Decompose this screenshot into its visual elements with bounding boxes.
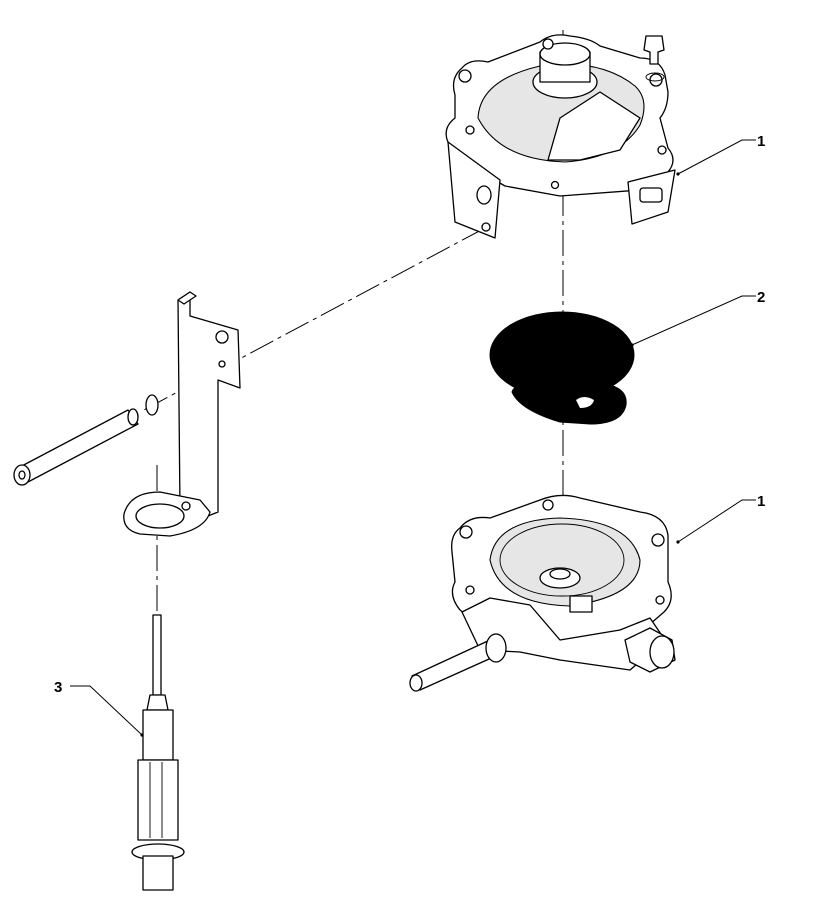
- stud: [13, 394, 159, 486]
- bracket-top-lip: [177, 291, 197, 305]
- flange-hole: [655, 595, 665, 605]
- callout-electrode: 3: [54, 679, 144, 737]
- stud-tip: [127, 408, 139, 426]
- bowl-ring: [499, 523, 625, 597]
- upper-housing-left-leg: [447, 141, 501, 239]
- lower-housing: [409, 494, 676, 692]
- callout-upper-housing: 1: [676, 133, 765, 176]
- bracket-hole: [218, 360, 226, 368]
- valve-body: [461, 597, 666, 671]
- leg-slot: [639, 187, 663, 203]
- callout-lower-housing: 1: [676, 493, 765, 544]
- washer: [645, 72, 665, 82]
- flange-hole: [651, 533, 665, 547]
- shaft-collar: [485, 633, 507, 663]
- electrode-base: [142, 855, 174, 891]
- bracket-plate: [177, 291, 241, 521]
- upper-housing: [445, 34, 676, 239]
- callout-diaphragm: 2: [630, 289, 765, 347]
- flange-hole: [542, 499, 554, 511]
- callout-label: 1: [757, 133, 765, 150]
- flange-hole: [465, 125, 475, 135]
- electrode-lower-body: [137, 759, 179, 841]
- control-shaft: [411, 639, 499, 691]
- stud-end-hole: [18, 470, 26, 480]
- electrode-bracket: [123, 291, 241, 537]
- diaphragm: [489, 311, 635, 425]
- flange-hole: [542, 38, 554, 50]
- flange-hole: [550, 180, 560, 190]
- flange-hole: [459, 525, 473, 539]
- electrode-neck: [146, 694, 169, 711]
- bracket-hole: [181, 501, 191, 511]
- upper-housing-collar-top: [539, 42, 591, 66]
- leg-hole: [481, 222, 491, 232]
- shaft-end: [409, 674, 423, 692]
- lower-boss-top: [549, 568, 571, 580]
- diaphragm-disc: [489, 311, 635, 399]
- flange-hole: [465, 585, 475, 595]
- upper-housing-rib: [547, 91, 641, 161]
- lower-housing-bowl: [489, 517, 641, 607]
- screw: [643, 35, 665, 65]
- callout-label: 1: [757, 493, 765, 510]
- callout-label: 2: [757, 289, 765, 306]
- callout-label: 3: [54, 679, 62, 696]
- stud-body: [17, 409, 139, 483]
- bracket-foot-hole: [135, 503, 185, 529]
- valve-window: [569, 595, 593, 613]
- bracket-hole: [215, 330, 229, 344]
- electrode: [131, 614, 185, 891]
- connector-end: [649, 635, 675, 669]
- leg-hole: [476, 185, 492, 205]
- electrode-upper-body: [142, 709, 174, 761]
- lock-ring: [145, 394, 159, 416]
- flange-hole: [458, 69, 472, 83]
- flange-hole: [657, 145, 667, 155]
- diaphragm-hole: [576, 397, 594, 408]
- electrode-wire: [152, 614, 162, 696]
